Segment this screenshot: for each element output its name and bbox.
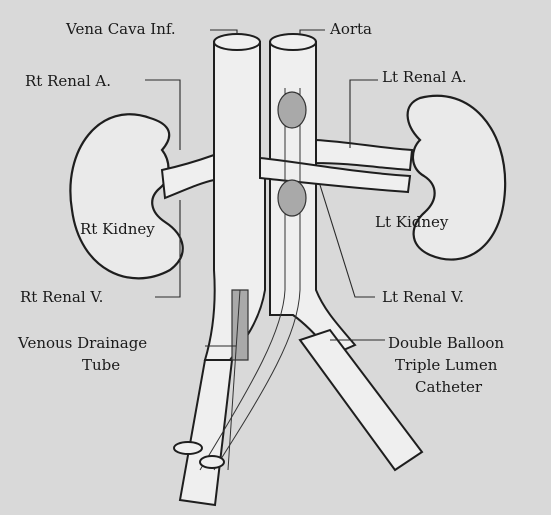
left-kidney	[408, 96, 506, 260]
label-rt-renal-v: Rt Renal V.	[20, 288, 103, 306]
rt-renal-vessels	[162, 155, 214, 198]
upper-balloon	[278, 92, 306, 128]
label-lt-renal-v: Lt Renal V.	[382, 288, 464, 306]
label-lt-kidney: Lt Kidney	[375, 213, 448, 231]
label-venous-drainage-line2: Tube	[82, 356, 120, 374]
label-lt-renal-a: Lt Renal A.	[382, 68, 467, 86]
leader-lt-renal-a	[350, 80, 378, 148]
label-venous-drainage-line1: Venous Drainage	[18, 334, 147, 352]
lower-balloon	[278, 180, 306, 216]
tube-connector-2	[200, 456, 224, 468]
label-catheter-line1: Double Balloon	[388, 334, 504, 352]
venous-drainage-tube	[232, 290, 248, 360]
label-rt-kidney: Rt Kidney	[80, 220, 155, 238]
label-catheter-line2: Triple Lumen	[395, 356, 497, 374]
aorta-opening	[270, 34, 316, 50]
label-rt-renal-a: Rt Renal A.	[25, 72, 111, 90]
lt-renal-vessels	[316, 140, 412, 170]
label-catheter-line3: Catheter	[415, 378, 482, 396]
iliac-branch-left	[180, 360, 232, 505]
leader-lt-renal-v	[320, 185, 375, 297]
label-aorta: Aorta	[330, 20, 372, 38]
vena-cava-opening	[214, 34, 260, 50]
leader-aorta	[300, 30, 325, 34]
tube-connector-1	[174, 442, 202, 454]
label-vena-cava-inf: Vena Cava Inf.	[66, 20, 176, 38]
